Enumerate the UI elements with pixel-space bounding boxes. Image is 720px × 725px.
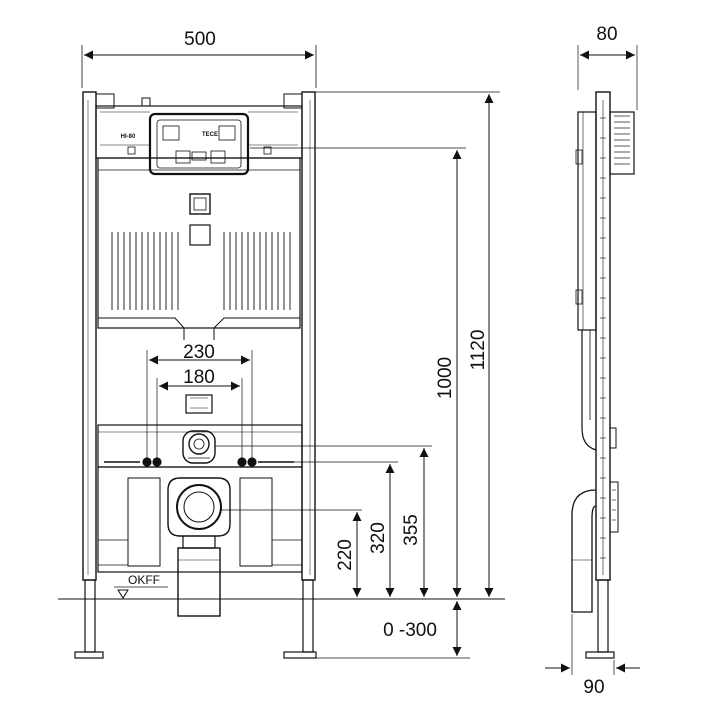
spacing-inner-label: 180 xyxy=(183,367,215,388)
side-post-holes xyxy=(600,117,606,559)
water-inlet xyxy=(182,430,216,464)
width-dimension xyxy=(81,45,317,88)
spacing-outer-label: 230 xyxy=(183,342,215,363)
flush-plate xyxy=(148,112,250,176)
side-cistern xyxy=(577,111,597,331)
foot-adjust-label: 0 -300 xyxy=(383,620,437,641)
height-1000-label: 1000 xyxy=(435,357,456,399)
height-dimensions xyxy=(215,91,500,659)
side-outlet xyxy=(571,481,619,613)
side-actuator xyxy=(609,111,635,175)
left-post xyxy=(82,91,97,581)
cistern-panel xyxy=(97,157,301,329)
plate-marker-label: HI-80 xyxy=(121,134,136,140)
spacing-dimensions xyxy=(146,350,253,458)
right-grille xyxy=(223,232,291,310)
front-view xyxy=(74,45,317,659)
height-320-label: 320 xyxy=(368,522,389,554)
side-depth-top-label: 80 xyxy=(596,24,617,45)
side-depth-bottom-label: 90 xyxy=(583,677,604,698)
side-view xyxy=(545,45,640,675)
floor-label: OKFF xyxy=(128,573,160,587)
left-grille xyxy=(111,232,179,310)
floor-symbol xyxy=(117,589,129,599)
waste-outlet xyxy=(167,477,231,617)
plate-brand-label: TECE xyxy=(202,132,218,138)
right-post xyxy=(301,91,316,581)
height-355-label: 355 xyxy=(401,514,422,546)
width-label: 500 xyxy=(184,29,216,50)
height-1120-label: 1120 xyxy=(468,330,489,371)
height-220-label: 220 xyxy=(335,539,356,571)
frame-feet xyxy=(74,579,317,659)
